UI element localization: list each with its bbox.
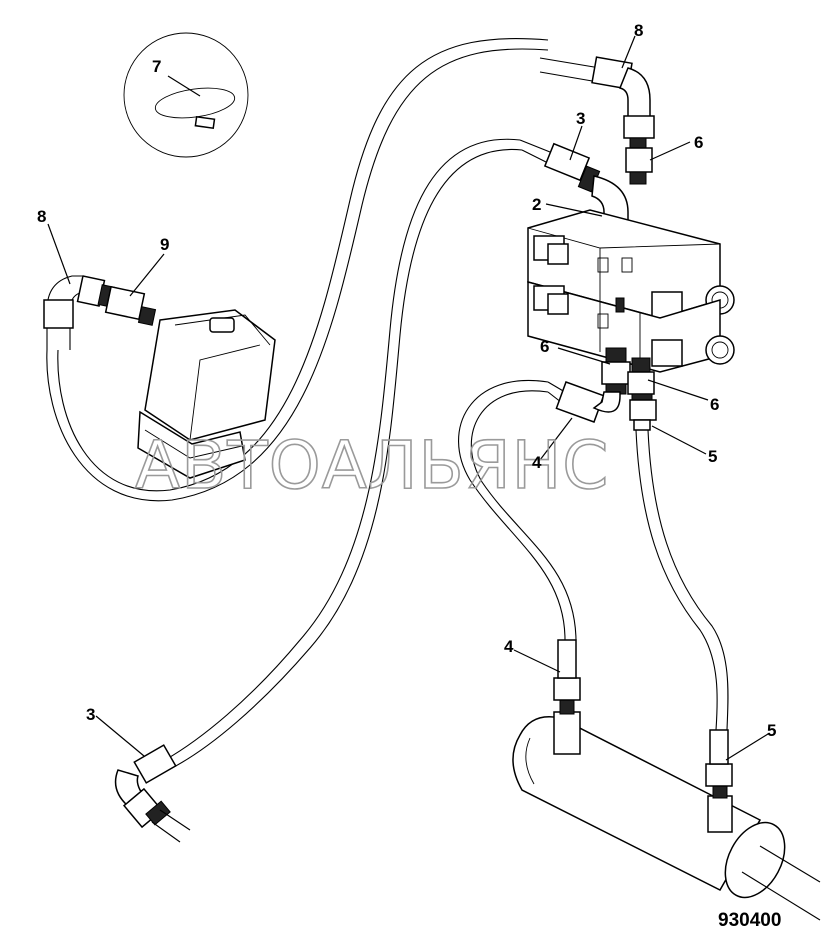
cylinder (512, 639, 821, 921)
top-hose-3-fitting (519, 139, 629, 239)
callout-labels: 7 8 8 9 3 6 2 6 6 4 5 4 5 3 (37, 21, 776, 740)
callout-6-mid-left: 6 (540, 337, 549, 356)
callout-8-left: 8 (37, 207, 46, 226)
callout-3-bottom: 3 (86, 705, 95, 724)
top-hose-8-fitting (539, 56, 655, 185)
callout-8-top: 8 (634, 21, 643, 40)
bottom-hose-3-fitting (114, 744, 191, 843)
callout-5-bottom: 5 (767, 721, 776, 740)
hose-runs (46, 38, 729, 769)
callout-2: 2 (532, 195, 541, 214)
callout-7: 7 (152, 57, 161, 76)
callout-4-bottom: 4 (504, 637, 514, 656)
figure-number: 930400 (718, 910, 781, 931)
clip-detail (123, 32, 249, 158)
callout-9: 9 (160, 235, 169, 254)
lower-valve-fittings (547, 347, 657, 431)
watermark-text: АВТОАЛЬЯНС (135, 427, 609, 504)
callout-6-top: 6 (694, 133, 703, 152)
callout-4-mid: 4 (532, 453, 542, 472)
callout-3-top: 3 (576, 109, 585, 128)
callout-6-mid-right: 6 (710, 395, 719, 414)
leader-lines (47, 35, 769, 761)
callout-5-mid: 5 (708, 447, 717, 466)
left-assembly (43, 275, 276, 479)
valve-block (527, 209, 735, 373)
